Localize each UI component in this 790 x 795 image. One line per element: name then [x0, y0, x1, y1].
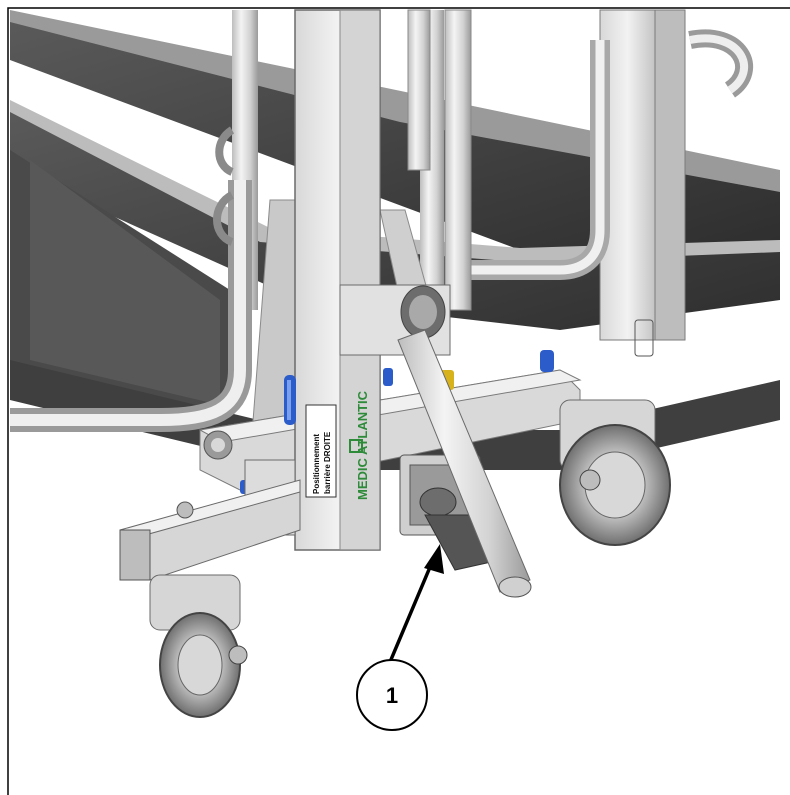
callout-1: 1	[356, 544, 444, 731]
pedal-lever	[397, 329, 531, 593]
right-rail-curve-highlight	[460, 40, 605, 275]
upper-rail	[10, 20, 780, 250]
callout-leader	[388, 559, 435, 663]
right-wheel-hub	[579, 469, 601, 491]
pedal-socket	[419, 487, 457, 517]
left-wheel-hub	[228, 645, 248, 665]
front-leg-bolt	[176, 501, 194, 519]
brand-logo	[349, 439, 363, 453]
position-sticker	[305, 404, 337, 498]
callout-number: 1	[386, 683, 398, 708]
actuator-rod	[407, 9, 431, 171]
middle-rail-highlight	[10, 100, 780, 262]
blue-pin-mid	[383, 368, 393, 386]
front-leg-cap	[119, 529, 151, 581]
upper-rail-top-face	[10, 10, 780, 192]
handle-top-right-highlight	[689, 34, 749, 94]
callout-arrowhead	[424, 544, 444, 574]
post-slot	[634, 319, 654, 357]
sticker-line1: Positionnement	[312, 434, 321, 494]
back-post-right-face	[654, 9, 686, 341]
bed-frame-illustration: Positionnement barrière DROITE MEDIC ATL…	[10, 9, 780, 718]
actuator-body	[444, 9, 472, 311]
hook-lower	[213, 191, 235, 246]
pedal-lever-end	[498, 576, 532, 598]
blue-pin-right	[540, 350, 554, 372]
callout-circle	[356, 659, 428, 731]
hook-upper	[215, 126, 235, 176]
middle-rail	[10, 110, 780, 330]
side-rail-curve-highlight	[10, 180, 247, 426]
sticker-line2: barrière DROITE	[323, 431, 332, 494]
frame-border	[7, 7, 790, 795]
side-panel-face	[30, 160, 220, 405]
